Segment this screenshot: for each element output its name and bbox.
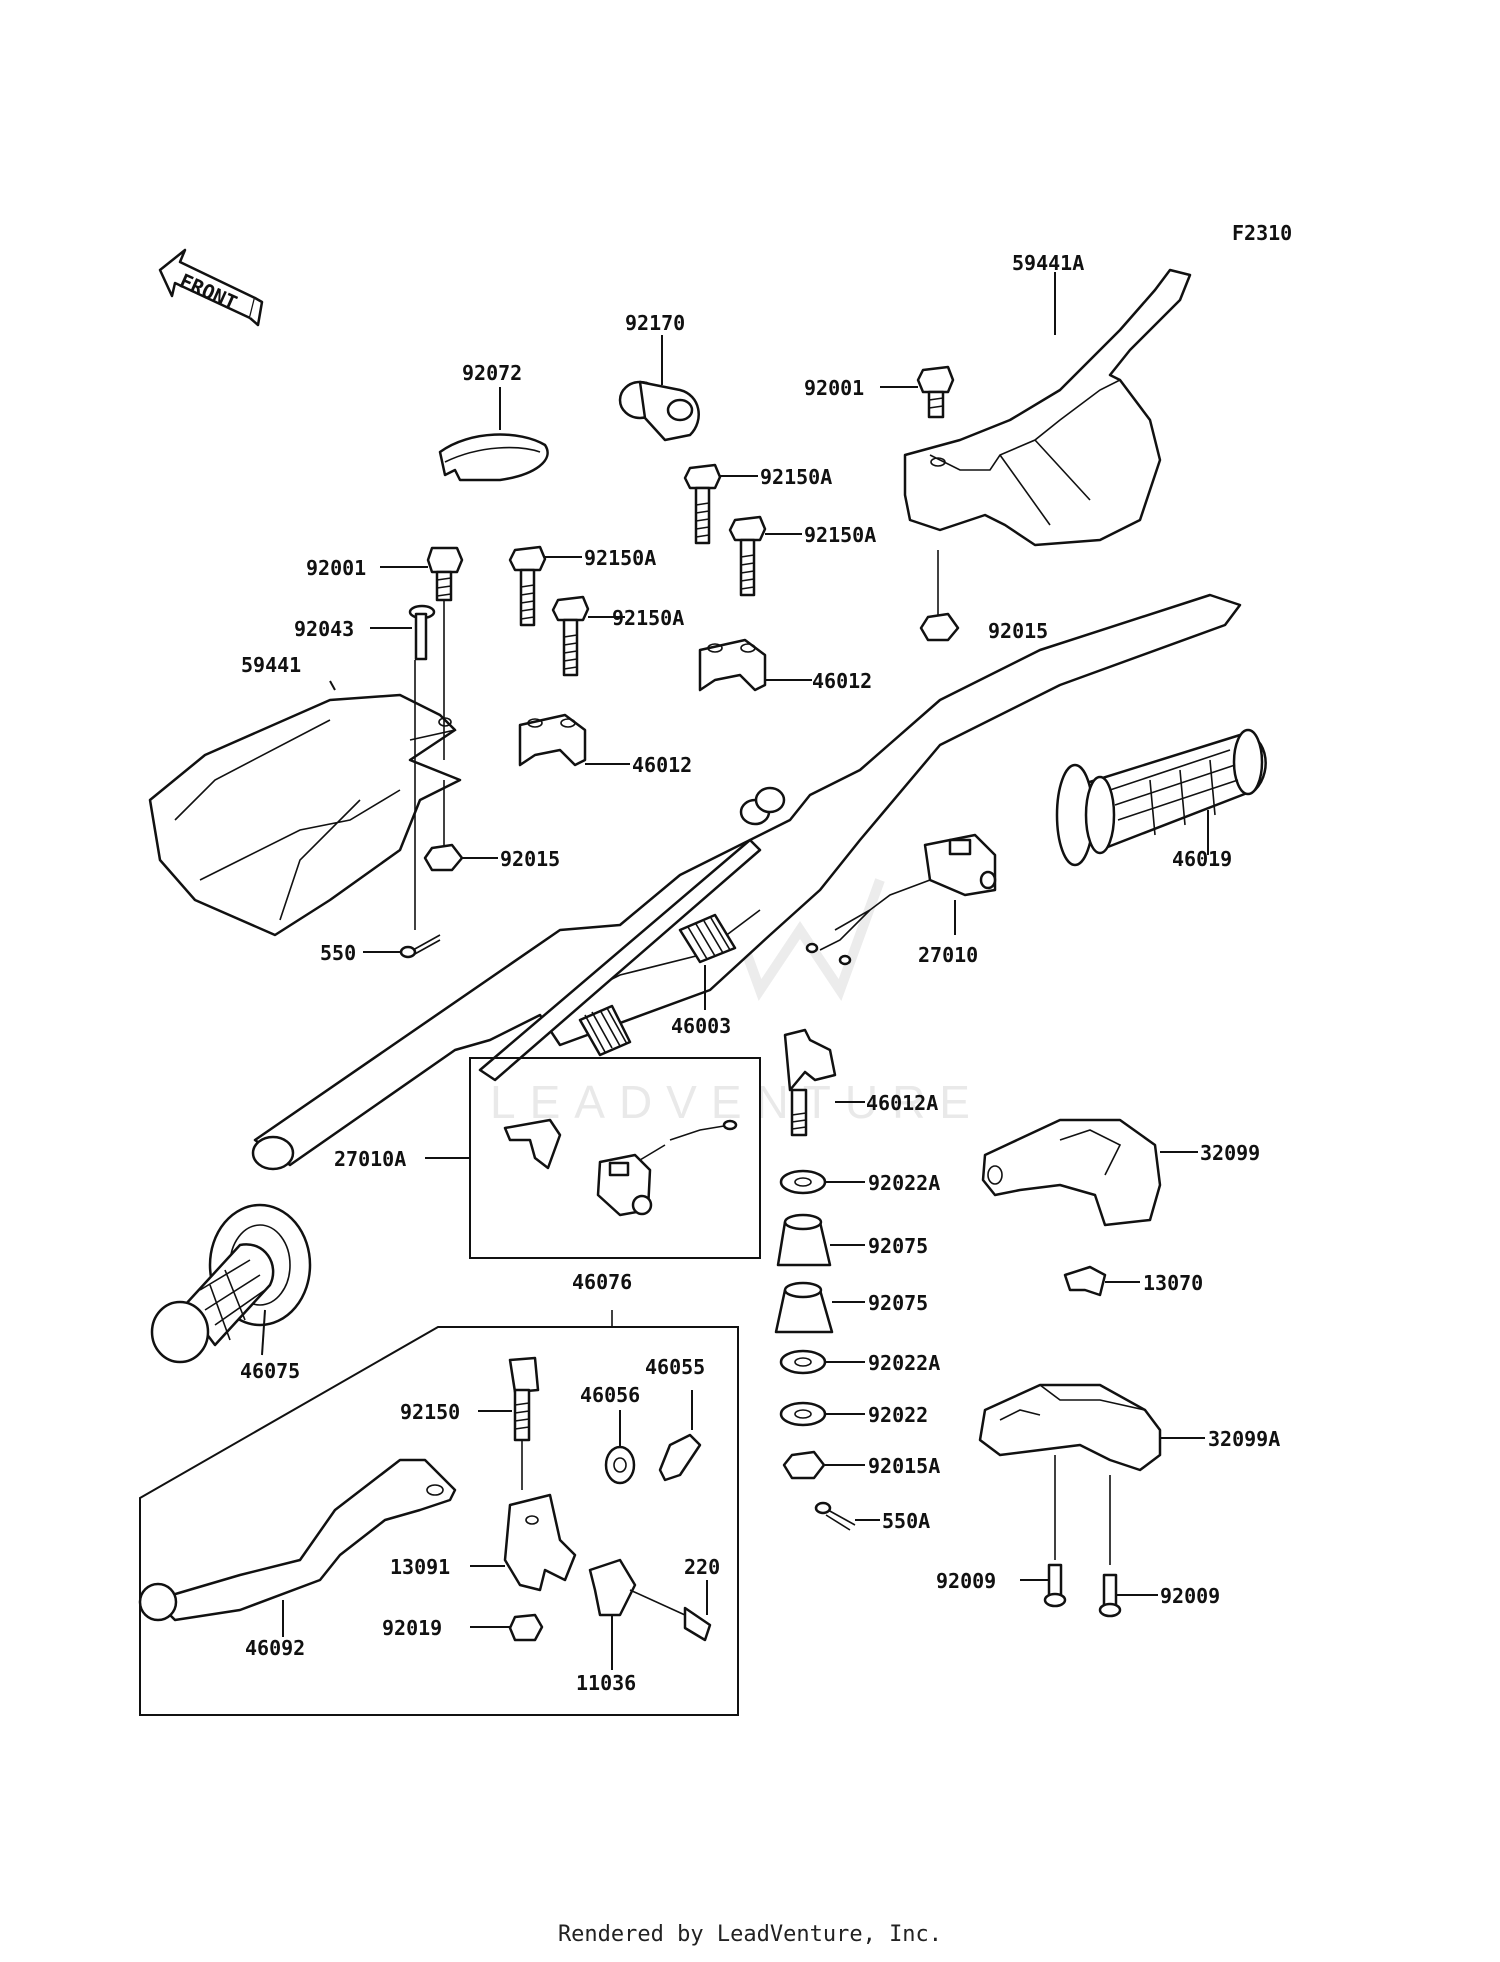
label-46055: 46055 — [645, 1355, 705, 1379]
bracket-13091 — [503, 1493, 577, 1592]
part-13070 — [1063, 1265, 1107, 1297]
label-32099A: 32099A — [1208, 1427, 1280, 1451]
label-46056: 46056 — [580, 1383, 640, 1407]
nut-92015-left — [423, 780, 464, 872]
label-92001-right: 92001 — [804, 376, 864, 400]
handlebar — [251, 593, 1242, 1171]
label-92015-left: 92015 — [500, 847, 560, 871]
cushion-92075-upper — [776, 1213, 832, 1267]
cushion-92075-lower — [774, 1281, 834, 1334]
label-92022: 92022 — [868, 1403, 928, 1427]
holder-46012-upper — [698, 638, 767, 692]
label-92170: 92170 — [625, 311, 685, 335]
figure-code: F2310 — [1232, 221, 1292, 245]
label-46012A: 46012A — [866, 1091, 938, 1115]
label-46076: 46076 — [572, 1270, 632, 1294]
label-46092: 46092 — [245, 1636, 305, 1660]
label-92150: 92150 — [400, 1400, 460, 1424]
clamp-92170 — [618, 380, 700, 442]
adjuster-46055 — [658, 1433, 702, 1482]
label-13091: 13091 — [390, 1555, 450, 1579]
label-92015A: 92015A — [868, 1454, 940, 1478]
screw-92009-right — [1098, 1573, 1122, 1618]
screw-220 — [629, 1589, 712, 1642]
label-59441: 59441 — [241, 653, 301, 677]
frame-46076 — [139, 1326, 739, 1716]
label-550A: 550A — [882, 1509, 930, 1533]
nut-92019 — [508, 1613, 544, 1642]
footer-credit: Rendered by LeadVenture, Inc. — [557, 1922, 943, 1947]
label-92150A-3: 92150A — [584, 546, 656, 570]
right-hand-guard — [903, 268, 1192, 547]
label-59441A: 59441A — [1012, 251, 1084, 275]
label-220: 220 — [684, 1555, 720, 1579]
label-46019: 46019 — [1172, 847, 1232, 871]
grip-46019 — [1055, 728, 1267, 867]
label-92022A-upper: 92022A — [868, 1171, 940, 1195]
clamp-11036 — [588, 1558, 637, 1617]
watermark: LEADVENTURE — [490, 1076, 984, 1128]
label-27010: 27010 — [918, 943, 978, 967]
front-arrow-icon: FRONT — [158, 248, 264, 327]
bolt-92150 — [508, 1356, 540, 1490]
screw-92009-left — [1043, 1563, 1067, 1608]
nut-92015-right — [919, 550, 960, 642]
bolt-92150A-1 — [683, 463, 722, 545]
bolt-92001-right — [916, 365, 955, 419]
label-92150A-4: 92150A — [612, 606, 684, 630]
washer-92022A-lower — [779, 1349, 827, 1375]
washer-92022A-upper — [779, 1169, 827, 1195]
cover-32099 — [981, 1118, 1162, 1227]
label-92009-left: 92009 — [936, 1569, 996, 1593]
cotter-pin-550 — [399, 934, 441, 959]
label-550: 550 — [320, 941, 356, 965]
label-13070: 13070 — [1143, 1271, 1203, 1295]
label-32099: 32099 — [1200, 1141, 1260, 1165]
bolt-92150A-2 — [728, 515, 767, 597]
label-46012-lower: 46012 — [632, 753, 692, 777]
label-46012-upper: 46012 — [812, 669, 872, 693]
label-92009-right: 92009 — [1160, 1584, 1220, 1608]
label-46075: 46075 — [240, 1359, 300, 1383]
label-92075-upper: 92075 — [868, 1234, 928, 1258]
holder-46012-lower — [518, 713, 587, 767]
switch-27010A — [503, 1118, 738, 1217]
grip-46075 — [150, 1203, 312, 1364]
label-92150A-1: 92150A — [760, 465, 832, 489]
pin-92043 — [408, 604, 436, 930]
label-92022A-lower: 92022A — [868, 1351, 940, 1375]
label-92075-lower: 92075 — [868, 1291, 928, 1315]
nut-92015A — [782, 1450, 826, 1480]
band-92072 — [438, 433, 549, 482]
label-92015-right: 92015 — [988, 619, 1048, 643]
bolt-92001-left — [426, 546, 464, 760]
bolt-92150A-4 — [551, 595, 590, 677]
label-92150A-2: 92150A — [804, 523, 876, 547]
label-46003: 46003 — [671, 1014, 731, 1038]
washer-92022 — [779, 1401, 827, 1427]
left-hand-guard — [148, 693, 462, 937]
lever-46092 — [138, 1458, 457, 1622]
holder-46012A — [783, 1028, 837, 1137]
bolt-92150A-3 — [508, 545, 547, 627]
callout-labels: 59441A 92001 92170 92072 92150A 92150A 9… — [240, 251, 1280, 1695]
label-92019: 92019 — [382, 1616, 442, 1640]
cotter-pin-550A — [814, 1501, 856, 1531]
label-92072: 92072 — [462, 361, 522, 385]
label-11036: 11036 — [576, 1671, 636, 1695]
label-92001-left: 92001 — [306, 556, 366, 580]
label-92043: 92043 — [294, 617, 354, 641]
cover-32099A — [978, 1383, 1162, 1565]
knob-46056 — [604, 1445, 636, 1485]
label-27010A: 27010A — [334, 1147, 406, 1171]
switch-27010 — [805, 833, 997, 966]
leader-lines — [261, 272, 1209, 1670]
